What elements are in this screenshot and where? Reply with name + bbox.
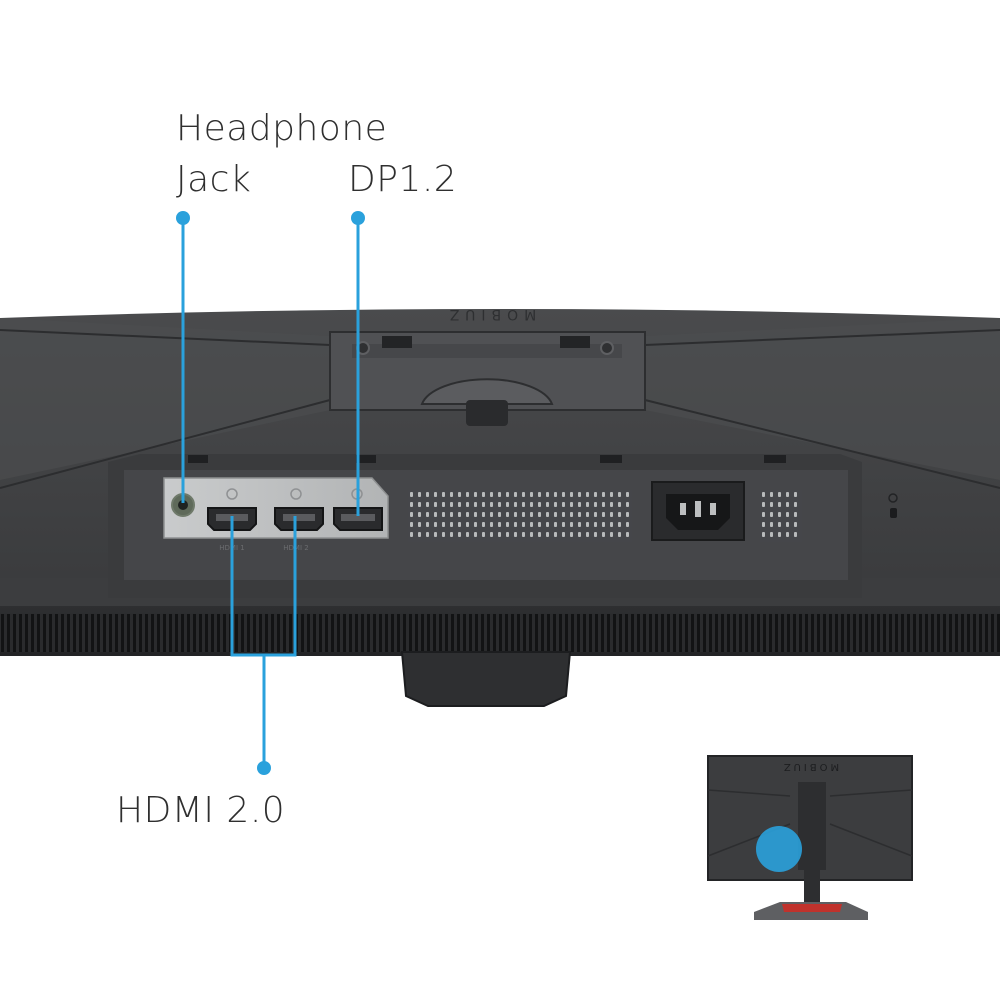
lock-slot <box>888 493 898 518</box>
displayport-label: DP1.2 <box>348 159 458 200</box>
stand-mount: MOBIUZ <box>329 306 646 426</box>
displayport-callout-dot <box>351 211 365 225</box>
inset-highlight <box>756 826 802 872</box>
hdmi-label: HDMI 2.0 <box>116 790 286 831</box>
vent-grid <box>408 490 632 542</box>
inset-monitor-thumbnail: MOBIUZ <box>707 755 913 920</box>
headphone-jack <box>171 493 195 517</box>
callout-lines <box>181 218 360 768</box>
hdmi-2-port <box>274 488 324 531</box>
power-inlet <box>651 481 745 541</box>
brand-mark: MOBIUZ <box>444 306 536 322</box>
headphone-callout-dot <box>176 211 190 225</box>
stand-neck <box>400 651 572 707</box>
callout-dots <box>176 211 365 775</box>
inset-brand-mark: MOBIUZ <box>781 761 839 772</box>
io-bay: HDMI 1 HDMI 2 <box>108 454 898 598</box>
headphone-jack-label: Headphone <box>176 108 388 149</box>
headphone-jack-label-line2: Jack <box>176 159 252 200</box>
vent-grid-right <box>760 490 802 542</box>
hdmi-callout-dot <box>257 761 271 775</box>
